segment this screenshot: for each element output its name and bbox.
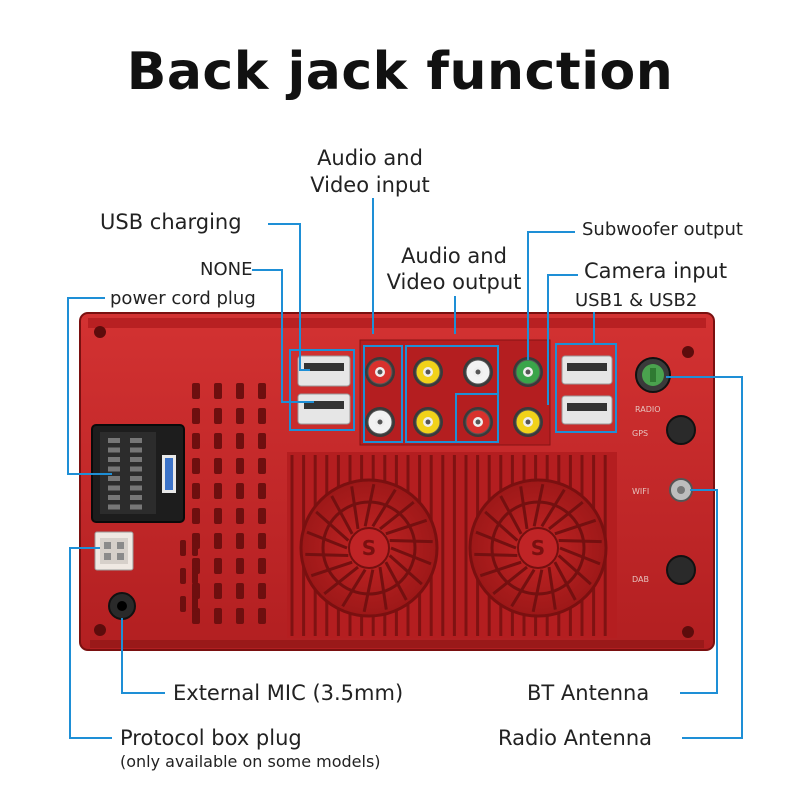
label-none: NONE (200, 259, 253, 280)
protocol-box-plug (94, 531, 134, 571)
svg-text:RADIO: RADIO (635, 405, 661, 414)
label-radio-antenna: Radio Antenna (498, 726, 653, 750)
usb-charging-ports (297, 355, 351, 425)
label-usb-charging: USB charging (100, 210, 242, 234)
rca-jack-panel (359, 339, 551, 446)
mic-jack (108, 592, 136, 620)
page-title: Back jack function (126, 42, 674, 102)
label-av-input-line1: Audio and (317, 146, 423, 170)
label-bt-antenna: BT Antenna (527, 681, 650, 705)
antenna-jacks: RADIO GPS WIFI DAB (632, 357, 696, 585)
label-av-input-line2: Video input (310, 173, 430, 197)
svg-text:GPS: GPS (632, 429, 648, 438)
label-power-cord-plug: power cord plug (110, 288, 256, 309)
svg-text:DAB: DAB (632, 575, 649, 584)
label-external-mic: External MIC (3.5mm) (173, 681, 404, 705)
label-camera-input: Camera input (584, 259, 728, 283)
svg-text:S: S (531, 536, 545, 560)
label-av-output-line2: Video output (386, 270, 522, 294)
label-protocol-box-note: (only available on some models) (120, 752, 381, 771)
power-cord-connector (91, 424, 185, 523)
label-av-output-line1: Audio and (401, 244, 507, 268)
label-subwoofer-output: Subwoofer output (582, 219, 743, 240)
svg-text:WIFI: WIFI (632, 487, 649, 496)
usb1-usb2-ports (561, 355, 613, 425)
svg-text:S: S (362, 536, 376, 560)
label-protocol-box-plug: Protocol box plug (120, 726, 302, 750)
label-usb1-usb2: USB1 & USB2 (575, 290, 698, 311)
callout-leader-lines (67, 198, 743, 739)
